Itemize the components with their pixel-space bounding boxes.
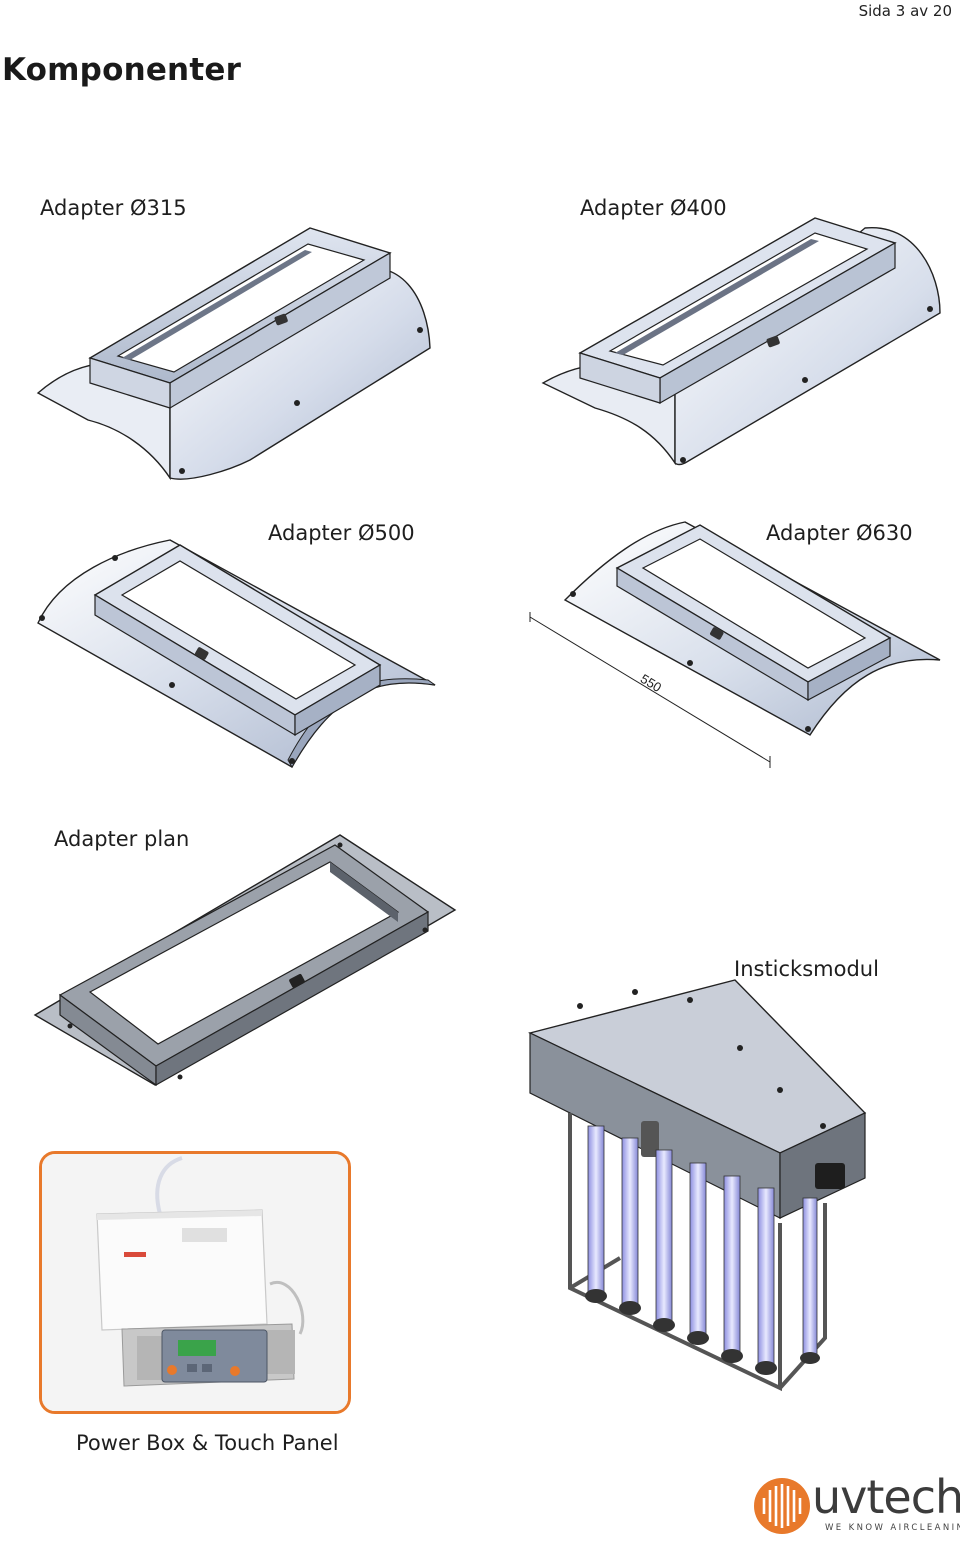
caption-power-box: Power Box & Touch Panel (76, 1431, 339, 1455)
page-number: Sida 3 av 20 (858, 2, 952, 20)
caption-insticksmodul: Insticksmodul (734, 957, 879, 981)
power-box-photo (42, 1154, 348, 1411)
adapter-630-illustration: 550 (525, 520, 950, 770)
adapter-plan-illustration (30, 830, 460, 1095)
uvtech-logo: uvtech WE KNOW AIRCLEANING (752, 1470, 960, 1538)
caption-adapter-400: Adapter Ø400 (580, 196, 727, 220)
adapter-400-illustration (535, 213, 955, 468)
dimension-label-550: 550 (638, 671, 664, 695)
caption-adapter-315: Adapter Ø315 (40, 196, 187, 220)
uvtech-logo-icon (754, 1478, 810, 1534)
power-box-photo-frame (39, 1151, 351, 1414)
caption-adapter-500: Adapter Ø500 (268, 521, 415, 545)
adapter-500-illustration (30, 535, 440, 775)
caption-adapter-630: Adapter Ø630 (766, 521, 913, 545)
page-title: Komponenter (2, 52, 242, 88)
brand-tagline: WE KNOW AIRCLEANING (825, 1523, 960, 1533)
caption-adapter-plan: Adapter plan (54, 827, 190, 851)
insticksmodul-illustration (525, 978, 870, 1403)
adapter-315-illustration (30, 198, 440, 483)
brand-wordmark: uvtech (812, 1470, 960, 1524)
